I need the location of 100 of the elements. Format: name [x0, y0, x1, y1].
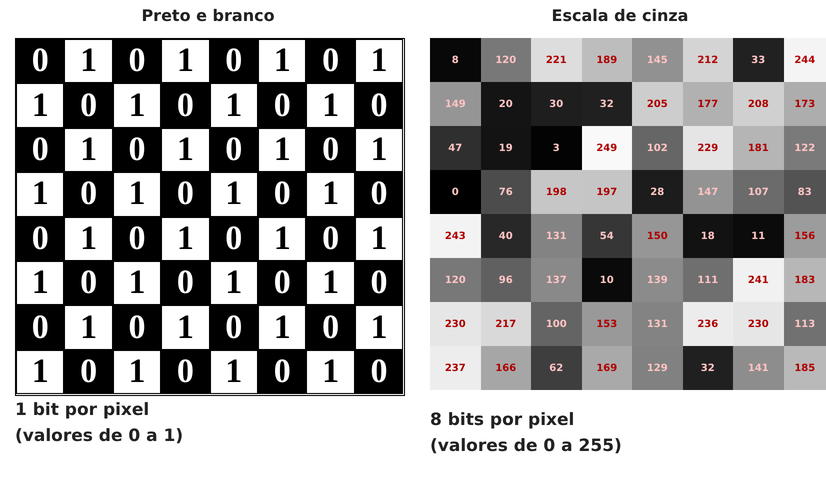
pixel-cell: 189: [582, 38, 632, 82]
pixel-cell: 1: [210, 350, 258, 394]
pixel-cell: 208: [733, 82, 784, 126]
caption-text: (valores de 0 a 255): [430, 436, 622, 456]
pixel-cell: 1: [354, 128, 404, 172]
pixel-cell: 111: [682, 258, 733, 302]
pixel-cell: 0: [354, 350, 404, 394]
pixel-cell: 0: [306, 305, 355, 350]
pixel-cell: 0: [16, 216, 64, 261]
pixel-cell: 0: [210, 305, 258, 350]
pixel-cell: 0: [112, 305, 162, 350]
pixel-cell: 33: [733, 38, 784, 82]
pixel-cell: 205: [632, 82, 682, 126]
pixel-cell: 1: [258, 39, 306, 84]
pixel-cell: 230: [430, 302, 480, 346]
pixel-cell: 1: [258, 216, 306, 261]
pixel-cell: 0: [258, 350, 306, 394]
pixel-cell: 197: [582, 170, 632, 214]
pixel-cell: 1: [64, 39, 113, 84]
pixel-cell: 32: [582, 82, 632, 126]
pixel-cell: 0: [161, 172, 210, 217]
pixel-cell: 0: [112, 216, 162, 261]
pixel-cell: 1: [210, 83, 258, 128]
pixel-cell: 1: [112, 83, 162, 128]
pixel-cell: 1: [258, 305, 306, 350]
pixel-cell: 221: [531, 38, 582, 82]
pixel-cell: 237: [430, 346, 480, 390]
pixel-cell: 183: [784, 258, 826, 302]
pixel-cell: 241: [733, 258, 784, 302]
pixel-cell: 177: [682, 82, 733, 126]
pixel-cell: 0: [112, 39, 162, 84]
pixel-cell: 243: [430, 214, 480, 258]
pixel-cell: 173: [784, 82, 826, 126]
pixel-cell: 1: [306, 350, 355, 394]
pixel-cell: 1: [112, 350, 162, 394]
pixel-cell: 0: [64, 261, 113, 306]
pixel-cell: 0: [258, 83, 306, 128]
pixel-cell: 1: [16, 261, 64, 306]
pixel-cell: 0: [64, 83, 113, 128]
pixel-cell: 0: [161, 350, 210, 394]
pixel-cell: 1: [354, 216, 404, 261]
pixel-cell: 0: [16, 128, 64, 172]
pixel-cell: 120: [430, 258, 480, 302]
pixel-cell: 40: [480, 214, 531, 258]
pixel-cell: 0: [258, 261, 306, 306]
pixel-cell: 137: [531, 258, 582, 302]
pixel-cell: 54: [582, 214, 632, 258]
pixel-cell: 217: [480, 302, 531, 346]
pixel-cell: 76: [480, 170, 531, 214]
pixel-cell: 147: [682, 170, 733, 214]
pixel-cell: 62: [531, 346, 582, 390]
pixel-cell: 1: [161, 305, 210, 350]
pixel-cell: 32: [682, 346, 733, 390]
pixel-cell: 28: [632, 170, 682, 214]
pixel-cell: 107: [733, 170, 784, 214]
pixel-cell: 149: [430, 82, 480, 126]
pixel-cell: 0: [354, 172, 404, 217]
pixel-cell: 1: [354, 39, 404, 84]
panel-heading: Escala de cinza: [552, 6, 688, 25]
panel-heading: Preto e branco: [141, 6, 275, 25]
pixel-cell: 236: [682, 302, 733, 346]
pixel-cell: 96: [480, 258, 531, 302]
pixel-cell: 1: [112, 261, 162, 306]
pixel-cell: 0: [306, 216, 355, 261]
pixel-cell: 113: [784, 302, 826, 346]
pixel-cell: 120: [480, 38, 531, 82]
pixel-cell: 1: [354, 305, 404, 350]
pixel-cell: 8: [430, 38, 480, 82]
pixel-cell: 131: [632, 302, 682, 346]
pixel-cell: 0: [210, 216, 258, 261]
pixel-cell: 0: [306, 128, 355, 172]
pixel-cell: 1: [258, 128, 306, 172]
pixel-cell: 1: [161, 216, 210, 261]
pixel-cell: 212: [682, 38, 733, 82]
pixel-cell: 185: [784, 346, 826, 390]
pixel-cell: 166: [480, 346, 531, 390]
pixel-cell: 244: [784, 38, 826, 82]
pixel-cell: 1: [161, 39, 210, 84]
pixel-cell: 102: [632, 126, 682, 170]
pixel-cell: 0: [354, 261, 404, 306]
pixel-cell: 0: [64, 350, 113, 394]
pixel-cell: 1: [64, 216, 113, 261]
pixel-cell: 83: [784, 170, 826, 214]
pixel-cell: 0: [210, 128, 258, 172]
pixel-cell: 1: [306, 261, 355, 306]
pixel-cell: 1: [64, 128, 113, 172]
pixel-cell: 150: [632, 214, 682, 258]
pixel-cell: 1: [306, 83, 355, 128]
pixel-cell: 3: [531, 126, 582, 170]
pixel-cell: 156: [784, 214, 826, 258]
pixel-cell: 122: [784, 126, 826, 170]
pixel-cell: 1: [16, 83, 64, 128]
pixel-cell: 198: [531, 170, 582, 214]
pixel-cell: 0: [64, 172, 113, 217]
pixel-cell: 11: [733, 214, 784, 258]
pixel-cell: 0: [430, 170, 480, 214]
pixel-cell: 0: [112, 128, 162, 172]
pixel-cell: 20: [480, 82, 531, 126]
pixel-cell: 1: [16, 350, 64, 394]
pixel-cell: 18: [682, 214, 733, 258]
